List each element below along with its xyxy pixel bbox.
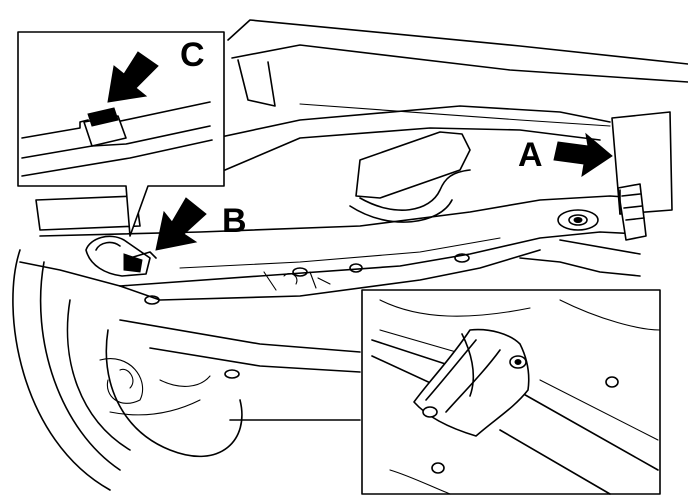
- floor-seam: [299, 103, 611, 127]
- inset-c-rail-lower: [21, 125, 211, 159]
- sill-member-top: [159, 105, 611, 151]
- inset-c-nut: [87, 107, 119, 127]
- floor-pan-edge-lower: [231, 44, 688, 83]
- cross-member-front: [119, 249, 541, 301]
- callout-label-c: C: [180, 36, 205, 74]
- rear-sill-edge: [519, 239, 641, 277]
- exhaust-pipe-curve: [359, 169, 471, 211]
- down-left-arrow-icon: [107, 51, 159, 103]
- detail-inset-c: C: [17, 31, 225, 237]
- cross-member-top: [39, 195, 641, 237]
- callout-a: A: [518, 132, 613, 178]
- down-left-arrow-icon: [155, 197, 207, 251]
- brake-drum-detail: [99, 358, 144, 404]
- bumper-panel: [35, 195, 141, 231]
- callout-b: B: [155, 197, 247, 251]
- exhaust-pipe-curve-2: [349, 199, 453, 223]
- cross-member-bottom: [119, 231, 641, 287]
- lower-body-edge: [19, 261, 361, 421]
- inset-exhaust-clamp: [413, 328, 530, 437]
- rear-wheel: [12, 249, 243, 491]
- exhaust-pipe: [355, 131, 471, 199]
- rear-bushing: [557, 209, 599, 231]
- floor-pan-edge: [227, 19, 688, 65]
- floor-pan-panel: [237, 59, 276, 107]
- inset-c-rail-3: [21, 139, 213, 177]
- inset-stud: [605, 376, 619, 388]
- right-arrow-icon: [553, 132, 613, 178]
- underbody-scene: [12, 19, 688, 491]
- cross-member-ridge: [179, 237, 501, 269]
- mounting-holes: [144, 253, 470, 379]
- detail-inset-clamp: [361, 289, 661, 495]
- sill-member-mid: [224, 127, 601, 171]
- hanger-bracket-a: [611, 111, 673, 241]
- rubber-hanger-b: [85, 235, 157, 277]
- inset-stud: [431, 462, 445, 474]
- callout-label-b: B: [222, 202, 247, 240]
- callout-label-a: A: [518, 136, 543, 174]
- suspension-arm: [119, 319, 361, 373]
- embossed-mark: [263, 271, 331, 291]
